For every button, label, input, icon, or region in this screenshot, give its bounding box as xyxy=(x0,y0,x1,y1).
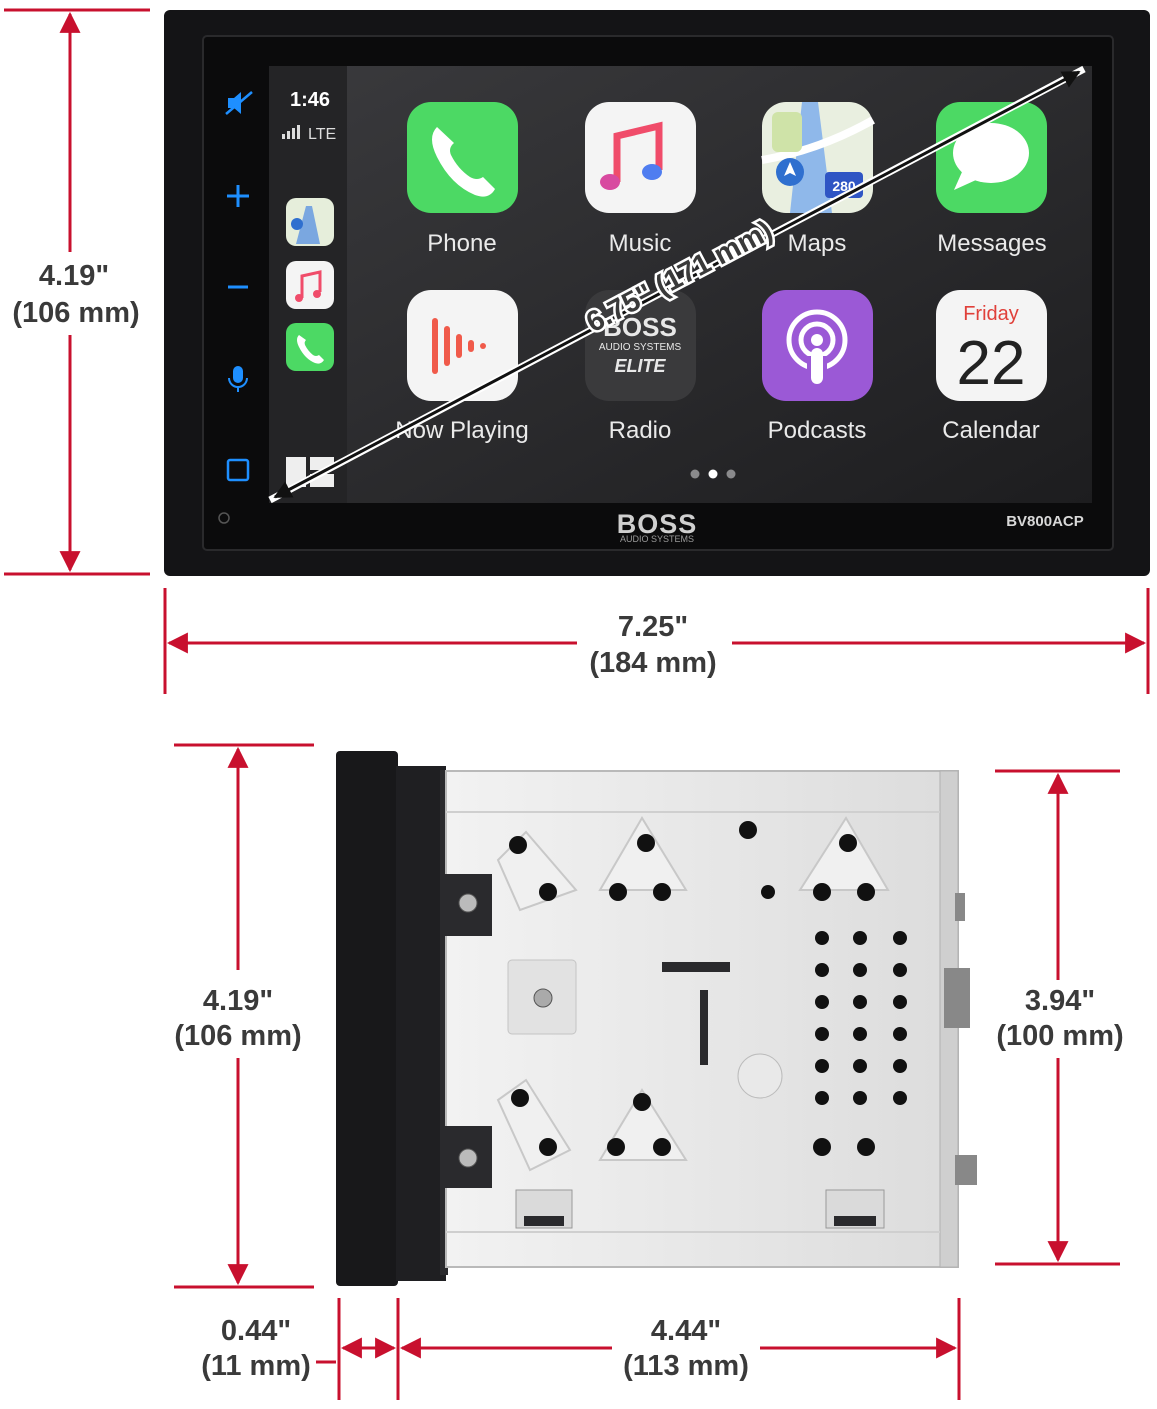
vent-holes xyxy=(815,931,907,1105)
mute-icon[interactable] xyxy=(225,91,253,115)
app-podcasts[interactable]: Podcasts xyxy=(762,290,873,444)
app-calendar[interactable]: Friday 22 Calendar xyxy=(936,290,1047,444)
front-width-dimension: 7.25" (184 mm) xyxy=(163,588,1150,694)
app-label: Calendar xyxy=(942,417,1039,444)
radio-icon-line: ELITE xyxy=(614,356,666,376)
side-height-dimension: 4.19" (106 mm) xyxy=(174,743,314,1289)
app-label: Phone xyxy=(427,230,496,257)
volume-up-icon[interactable] xyxy=(227,185,249,207)
home-square-icon[interactable] xyxy=(226,458,250,482)
model-number: BV800ACP xyxy=(1006,513,1084,530)
mic-icon[interactable] xyxy=(228,366,248,392)
app-label: Podcasts xyxy=(768,417,867,444)
app-messages[interactable]: Messages xyxy=(936,102,1047,257)
chassis-height-dimension: 3.94" (100 mm) xyxy=(995,769,1124,1266)
radio-icon-sub: AUDIO SYSTEMS xyxy=(599,342,682,353)
calendar-day: Friday xyxy=(963,303,1019,325)
chassis-height-mm: (100 mm) xyxy=(996,1020,1123,1052)
brand-logo: BOSS xyxy=(617,509,698,539)
front-view: 4.19" (106 mm) xyxy=(4,8,1150,694)
app-label: Messages xyxy=(937,230,1046,257)
status-time: 1:46 xyxy=(290,89,330,111)
side-view: 4.19" (106 mm) xyxy=(174,743,1124,1400)
calendar-date: 22 xyxy=(957,329,1026,398)
ir-sensor xyxy=(218,512,230,524)
app-label: Maps xyxy=(788,230,847,257)
app-label: Music xyxy=(609,230,672,257)
chassis-depth-label: 4.44" xyxy=(651,1315,721,1347)
side-bezel xyxy=(336,751,448,1286)
phone-icon xyxy=(407,102,518,213)
status-network: LTE xyxy=(308,126,336,143)
carplay-sidebar: 1:46 LTE xyxy=(269,66,347,503)
side-touch-buttons xyxy=(218,91,253,524)
app-label: Radio xyxy=(609,417,672,444)
metal-chassis xyxy=(444,770,977,1268)
chassis-depth-mm: (113 mm) xyxy=(623,1350,749,1382)
side-height-label: 4.19" xyxy=(203,985,273,1017)
side-height-mm: (106 mm) xyxy=(174,1020,301,1052)
now-playing-icon xyxy=(407,290,518,401)
sidebar-maps-icon[interactable] xyxy=(286,198,334,246)
sidebar-phone-icon[interactable] xyxy=(286,323,334,371)
bezel-depth-mm: (11 mm) xyxy=(201,1350,311,1382)
bezel-depth-dimension: 0.44" (11 mm) xyxy=(201,1298,400,1400)
chassis-height-label: 3.94" xyxy=(1025,985,1095,1017)
front-height-label: 4.19" xyxy=(39,260,109,292)
front-width-mm: (184 mm) xyxy=(589,647,716,679)
page-indicator[interactable] xyxy=(690,469,736,479)
front-height-mm: (106 mm) xyxy=(12,297,139,329)
music-icon xyxy=(585,102,696,213)
chassis-depth-dimension: 4.44" (113 mm) xyxy=(399,1298,961,1400)
front-width-label: 7.25" xyxy=(618,611,688,643)
bezel-depth-label: 0.44" xyxy=(221,1315,291,1347)
sidebar-music-icon[interactable] xyxy=(286,261,334,309)
brand-sub: AUDIO SYSTEMS xyxy=(620,534,694,544)
front-height-dimension: 4.19" (106 mm) xyxy=(4,8,150,576)
